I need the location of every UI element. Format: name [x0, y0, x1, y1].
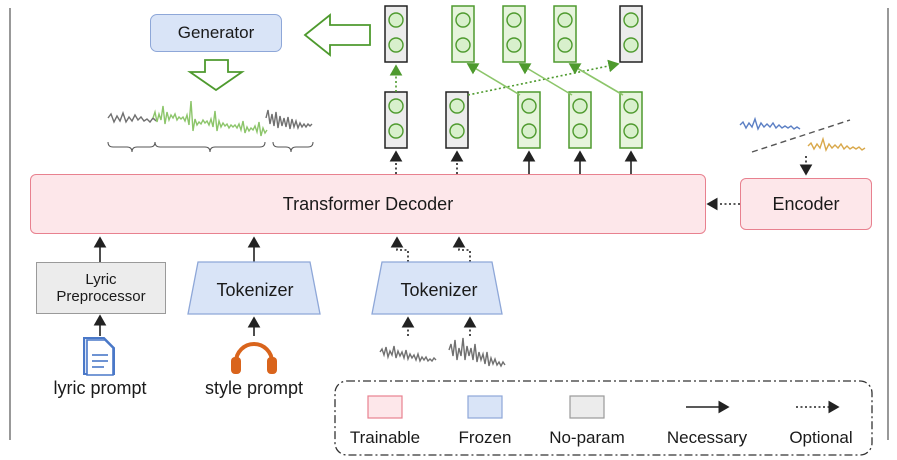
- encoder-label: Encoder: [772, 193, 840, 214]
- lyric-preprocessor-block: Lyric Preprocessor: [36, 262, 166, 314]
- link-5: [568, 63, 624, 96]
- link-4: [518, 63, 573, 96]
- mid-token-row: [384, 91, 643, 149]
- generator-label: Generator: [177, 23, 255, 43]
- headphones-icon: [231, 342, 277, 374]
- encoder-waveform-icon: [739, 116, 866, 153]
- document-icon: [83, 337, 115, 376]
- legend-necessary-label: Necessary: [666, 428, 748, 447]
- link-3: [466, 63, 521, 96]
- legend-swatch-frozen: [467, 395, 503, 419]
- output-waveform-icon: [107, 100, 314, 153]
- audio-input-waveform-icon: [379, 337, 506, 368]
- transformer-decoder-label: Transformer Decoder: [282, 193, 454, 214]
- style-prompt-label: style prompt: [204, 378, 304, 398]
- legend-frozen-label: Frozen: [458, 428, 512, 447]
- legend-noparam-label: No-param: [549, 428, 625, 447]
- generator-block: Generator: [150, 14, 282, 52]
- encoder-block: Encoder: [740, 178, 872, 230]
- legend-trainable-label: Trainable: [349, 428, 421, 447]
- legend-optional-label: Optional: [789, 428, 853, 447]
- audio-tokenizer: [371, 261, 503, 315]
- legend-swatch-noparam: [569, 395, 605, 419]
- link-2: [467, 59, 620, 96]
- style-tokenizer-label: Tokenizer: [216, 280, 294, 300]
- top-token-row: [384, 5, 643, 63]
- lyric-prompt-label: lyric prompt: [53, 378, 147, 398]
- legend-frame: [334, 380, 873, 456]
- transformer-decoder-block: Transformer Decoder: [30, 174, 706, 234]
- legend-swatch-trainable: [367, 395, 403, 419]
- style-tokenizer: [187, 261, 321, 315]
- output-arrow-icon: [303, 13, 371, 57]
- lyric-preprocessor-label: Lyric Preprocessor: [56, 270, 146, 305]
- audio-tokenizer-label: Tokenizer: [400, 280, 478, 300]
- generate-down-arrow-icon: [187, 59, 245, 92]
